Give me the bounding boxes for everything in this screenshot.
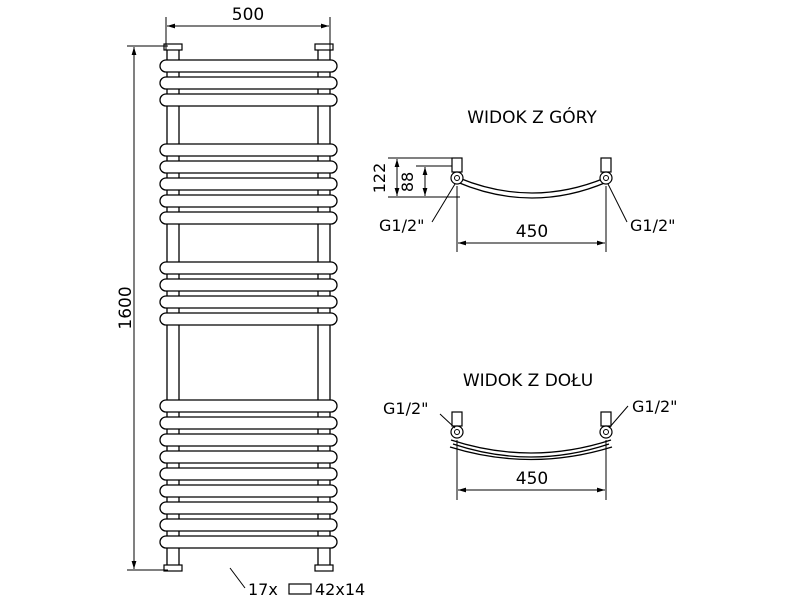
horizontal-tube (159, 177, 338, 191)
rectangle-profile-icon (288, 583, 312, 595)
curved-body-outer (450, 439, 612, 454)
curved-body-inner (452, 443, 610, 458)
connection-right-leader (608, 405, 629, 429)
top-view: WIDOK Z GÓRY 122 88 G1/2" G1/ (370, 106, 676, 252)
horizontal-tube (159, 399, 338, 413)
bottom-view: WIDOK Z DOŁU G1/2" G1/2" 450 (383, 371, 678, 500)
horizontal-tube (159, 278, 338, 292)
horizontal-tube (159, 433, 338, 447)
right-collector-cap (314, 564, 334, 572)
depth-outer-label: 122 (370, 163, 389, 194)
connection-right-label: G1/2" (630, 216, 676, 235)
horizontal-tube (159, 450, 338, 464)
height-label: 1600 (116, 286, 136, 329)
spacing-dimension: 450 (456, 186, 607, 252)
horizontal-tube (159, 211, 338, 225)
horizontal-tube (159, 261, 338, 275)
curved-body-outer (456, 181, 608, 199)
curved-body-edge (449, 446, 613, 461)
connection-right-label: G1/2" (632, 397, 678, 416)
bottom-view-title: WIDOK Z DOŁU (463, 371, 593, 391)
height-dimension: 1600 (116, 45, 168, 571)
horizontal-tube (159, 484, 338, 498)
right-collector-cap (314, 43, 334, 51)
left-valve-fitting (450, 411, 464, 439)
connection-left-leader (439, 413, 456, 429)
right-valve-fitting (599, 411, 613, 439)
horizontal-tube (159, 416, 338, 430)
curved-body-inner (458, 177, 606, 194)
left-valve-fitting (450, 157, 464, 185)
left-collector-cap (163, 564, 183, 572)
horizontal-tube (159, 194, 338, 208)
horizontal-tube (159, 93, 338, 107)
horizontal-tube (159, 160, 338, 174)
spacing-label: 450 (516, 469, 548, 489)
horizontal-tubes (159, 43, 338, 572)
spacing-label: 450 (516, 222, 548, 242)
horizontal-tube (159, 518, 338, 532)
connection-left-label: G1/2" (383, 399, 429, 418)
depth-dimensions: 122 88 (370, 157, 460, 198)
right-valve-fitting (599, 157, 613, 185)
tube-size-label: 42x14 (315, 580, 365, 599)
tube-count-label: 17x (248, 580, 278, 599)
horizontal-tube (159, 535, 338, 549)
horizontal-tube (159, 76, 338, 90)
horizontal-tube (159, 501, 338, 515)
horizontal-tube (159, 143, 338, 157)
horizontal-tube (159, 295, 338, 309)
connection-left-label: G1/2" (379, 216, 425, 235)
spacing-dimension: 450 (456, 440, 607, 500)
horizontal-tube (159, 312, 338, 326)
width-label: 500 (232, 5, 264, 25)
horizontal-tube (159, 467, 338, 481)
left-collector-cap (163, 43, 183, 51)
width-dimension: 500 (165, 5, 331, 50)
horizontal-tube (159, 59, 338, 73)
depth-inner-label: 88 (398, 172, 417, 192)
front-view: 500 1600 17x 42x14 (116, 5, 365, 599)
tube-note: 17x 42x14 (229, 567, 365, 599)
top-view-title: WIDOK Z GÓRY (467, 106, 597, 128)
connection-left-leader (431, 183, 456, 223)
connection-right-leader (607, 183, 628, 223)
